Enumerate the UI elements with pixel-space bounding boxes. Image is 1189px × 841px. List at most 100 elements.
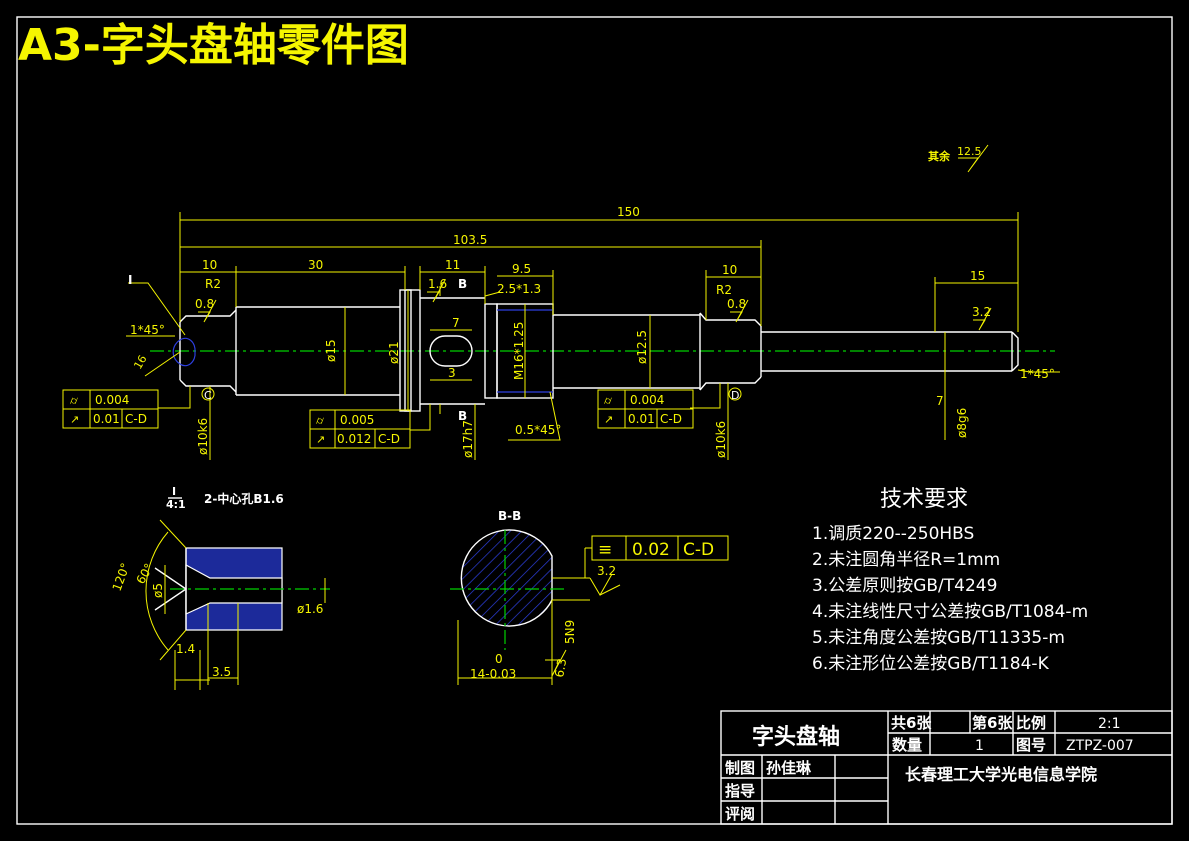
- roughness-prefix: 其余: [928, 149, 951, 163]
- roughness-symbol-icon: [958, 144, 989, 173]
- dim-dia-15: ø15: [324, 339, 338, 362]
- dim-dia-21: ø21: [387, 341, 401, 364]
- section-sym-datum: C-D: [683, 540, 714, 560]
- tol-mid-cyl: 0.005: [340, 413, 374, 427]
- tol-right-runout: 0.01: [628, 412, 655, 426]
- tol-right-datum: C-D: [660, 412, 682, 426]
- scale-label: 比例: [1016, 714, 1046, 732]
- tol-right-cyl: 0.004: [630, 393, 664, 407]
- drawn-name: 孙佳琳: [766, 759, 812, 777]
- detail-len-3-5: 3.5: [212, 665, 231, 679]
- qty-value: 1: [975, 738, 984, 754]
- detail-ref-I: I: [128, 273, 132, 287]
- rough-mid: 1.6: [428, 277, 447, 291]
- tolerance-frame-left: ⌭ ↗ 0.004 0.01 C-D: [62, 389, 159, 429]
- datum-c-label: C: [204, 389, 212, 402]
- detail-dia-1-6: ø1.6: [297, 602, 323, 616]
- tech-title: 技术要求: [880, 487, 968, 512]
- tech-item-3: 3.公差原则按GB/T4249: [812, 576, 997, 596]
- tol-left-cyl: 0.004: [95, 393, 129, 407]
- dimension-lines: [126, 212, 1060, 460]
- dim-chamfer-right: 1*45°: [1020, 367, 1055, 381]
- tech-item-6: 6.未注形位公差按GB/T1184-K: [812, 654, 1050, 674]
- dim-7-slot: 7: [452, 316, 460, 330]
- section-ref-b-top: B: [458, 277, 467, 291]
- drawing-no-value: ZTPZ-007: [1066, 738, 1134, 754]
- dim-103-5: 103.5: [453, 233, 487, 247]
- dim-7-right: 7: [936, 394, 944, 408]
- institution: 长春理工大学光电信息学院: [905, 765, 1097, 784]
- datum-d-marker-icon: [728, 387, 742, 401]
- cylindricity-icon: ⌭: [70, 394, 78, 407]
- dim-16: 16: [131, 353, 149, 372]
- section-key-width: 5N9: [563, 620, 577, 644]
- detail-label-scale: 4:1: [166, 498, 186, 511]
- review-label: 评阅: [725, 805, 755, 823]
- tol-left-datum: C-D: [125, 412, 147, 426]
- drawing-frame: [16, 16, 1173, 825]
- title-block: 字头盘轴 共6张 第6张 比例 2:1 数量 1 图号 ZTPZ-007 制图 …: [720, 710, 1173, 825]
- dim-dia-10k6-left: ø10k6: [196, 418, 210, 455]
- runout-icon: ↗: [316, 433, 325, 446]
- rough-right: 0.8: [727, 297, 746, 311]
- section-ref-b-bottom: B: [458, 409, 467, 423]
- sheet-no: 第6张: [972, 714, 1013, 732]
- cylindricity-icon: ⌭: [316, 414, 324, 427]
- dim-chamfer-thread: 0.5*45°: [515, 423, 561, 437]
- section-rough: 3.2: [597, 564, 616, 578]
- scale-value: 2:1: [1098, 716, 1121, 732]
- section-dim-depth: 6.3: [552, 657, 569, 678]
- dim-10-left: 10: [202, 258, 217, 272]
- datum-d-label: D: [731, 389, 739, 402]
- rough-end: 3.2: [972, 305, 991, 319]
- tech-item-2: 2.未注圆角半径R=1mm: [812, 550, 1000, 570]
- section-shape: [460, 529, 553, 627]
- dim-dia-8g6: ø8g6: [955, 408, 969, 438]
- rough-left: 0.8: [195, 297, 214, 311]
- dim-r2-right: R2: [716, 283, 732, 297]
- shaft-main-view: 150 103.5 10 30 11 9.5 10 15 7 3 7 ø15 ø…: [62, 205, 1060, 460]
- dim-r2-left: R2: [205, 277, 221, 291]
- dim-11: 11: [445, 258, 460, 272]
- dim-30: 30: [308, 258, 323, 272]
- section-sym-value: 0.02: [632, 540, 670, 560]
- detail-dia-5: ø5: [151, 583, 165, 598]
- drawn-label: 制图: [725, 759, 755, 777]
- section-view-b-b: B-B ≡ 0.02 C-D 3.2 5N9 0 14-0.03 6.: [450, 509, 729, 685]
- symmetry-tolerance-frame: ≡ 0.02 C-D: [591, 535, 729, 561]
- detail-view-center-hole: I 4:1 2-中心孔B1.6 120° 60° ø5 ø1.6 1.4 3.5: [110, 485, 330, 690]
- section-title: B-B: [498, 509, 521, 523]
- roughness-note: 其余 12.5: [928, 144, 989, 173]
- symmetry-icon: ≡: [598, 540, 612, 560]
- cylindricity-icon: ⌭: [604, 394, 612, 407]
- drawing-title: A3-字头盘轴零件图: [18, 20, 409, 71]
- roughness-value: 12.5: [957, 145, 982, 158]
- runout-icon: ↗: [604, 413, 613, 426]
- dim-150: 150: [617, 205, 640, 219]
- detail-angle-120: 120°: [110, 561, 133, 593]
- detail-title: 2-中心孔B1.6: [204, 491, 284, 506]
- sheets-total: 共6张: [891, 714, 932, 732]
- tolerance-frame-right: ⌭ ↗ 0.004 0.01 C-D: [597, 389, 694, 429]
- detail-angle-60: 60°: [133, 561, 156, 586]
- section-dim-main: 14-0.03: [470, 667, 516, 681]
- dim-thread-m16: M16*1.25: [512, 322, 526, 380]
- qty-label: 数量: [892, 736, 922, 754]
- dim-dia-12-5: ø12.5: [635, 330, 649, 364]
- detail-len-1-4: 1.4: [176, 642, 195, 656]
- dim-9-5: 9.5: [512, 262, 531, 276]
- part-name: 字头盘轴: [752, 724, 840, 750]
- tech-item-4: 4.未注线性尺寸公差按GB/T1084-m: [812, 602, 1088, 622]
- dim-10-right: 10: [722, 263, 737, 277]
- runout-icon: ↗: [70, 413, 79, 426]
- dim-chamfer-left: 1*45°: [130, 323, 165, 337]
- tech-item-5: 5.未注角度公差按GB/T11335-m: [812, 628, 1065, 648]
- dim-dia-10k6-right: ø10k6: [714, 421, 728, 458]
- drawing-no-label: 图号: [1016, 736, 1046, 754]
- dim-groove: 2.5*1.3: [497, 282, 541, 296]
- dim-15: 15: [970, 269, 985, 283]
- detail-label-I: I: [172, 485, 176, 498]
- tol-mid-runout: 0.012: [337, 432, 371, 446]
